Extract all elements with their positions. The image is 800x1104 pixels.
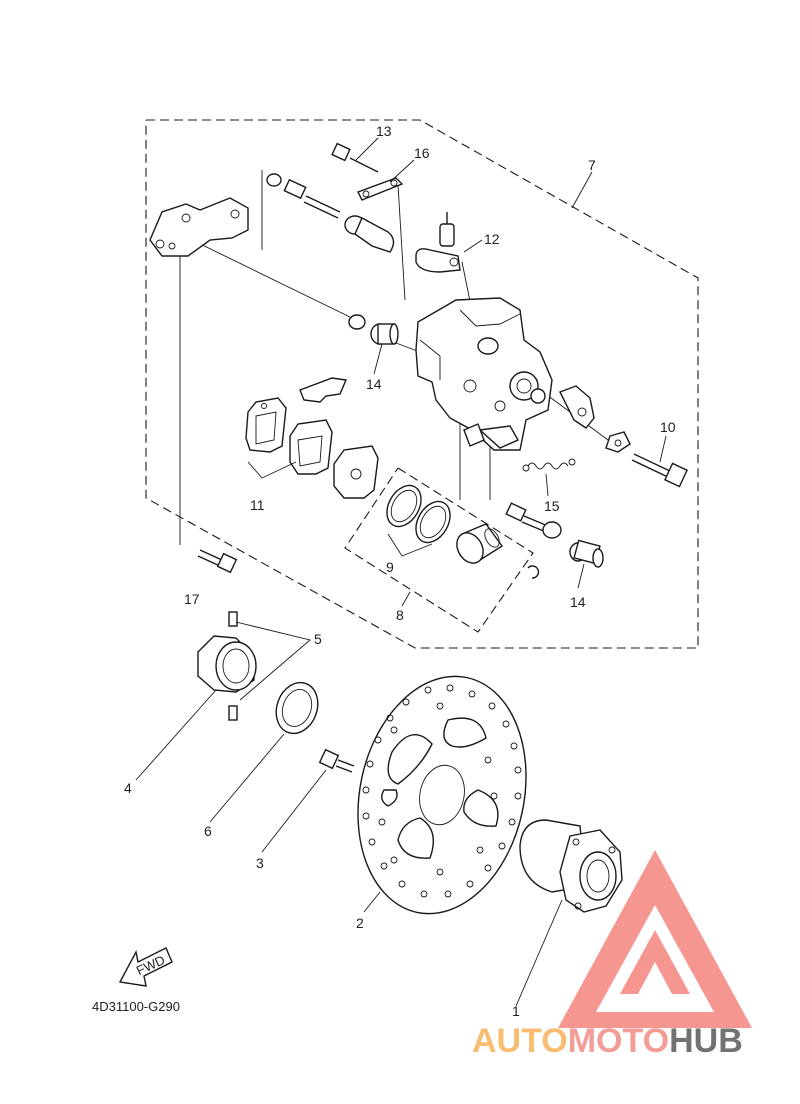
watermark-auto: AUTO: [472, 1022, 568, 1060]
bushing-14b: [569, 539, 604, 568]
callout-13: 13: [376, 123, 392, 139]
callout-2: 2: [356, 915, 364, 931]
set-screws-5: [228, 611, 311, 721]
circlip: [527, 565, 540, 579]
bolt-3: [318, 748, 355, 773]
pad-spring: [299, 377, 348, 403]
callout-9: 9: [386, 559, 394, 575]
slide-pin: [283, 178, 341, 219]
callout-14b: 14: [570, 594, 586, 610]
spring-15: [522, 458, 576, 472]
callout-1: 1: [512, 1003, 520, 1019]
oil-seal-6: [275, 681, 319, 735]
callout-11: 11: [250, 497, 265, 513]
callout-leaders: [135, 137, 667, 1007]
bolt-13: [331, 142, 379, 173]
callout-3: 3: [256, 855, 264, 871]
callout-12: 12: [484, 231, 500, 247]
callout-6: 6: [204, 823, 212, 839]
seals-9: [386, 484, 451, 557]
watermark-inner-mark: [620, 930, 690, 994]
watermark-moto: MOTO: [568, 1022, 669, 1060]
watermark-text: AUTOMOTOHUB: [472, 1022, 743, 1060]
callout-16: 16: [414, 145, 430, 161]
wheel-hub-1: [519, 819, 623, 913]
pad-shim: [333, 445, 379, 499]
callout-17: 17: [184, 591, 200, 607]
bushing-14a: [370, 323, 399, 345]
hub-nut-4: [197, 635, 257, 693]
callout-8: 8: [396, 607, 404, 623]
brake-disc-2: [357, 675, 527, 915]
callout-15: 15: [544, 498, 560, 514]
piston: [456, 523, 504, 564]
fwd-arrow-icon: FWD: [118, 947, 173, 987]
caliper-body: [415, 297, 553, 451]
fwd-label: FWD: [134, 952, 167, 978]
disc-holes: [362, 684, 522, 898]
callout-10: 10: [660, 419, 676, 435]
watermark-hub: HUB: [669, 1022, 743, 1060]
watermark-triangle-icon: [558, 850, 752, 1028]
boot-pin: [344, 215, 395, 253]
bolt-10: [559, 385, 688, 488]
callout-7: 7: [588, 157, 596, 173]
diagram-code: 4D31100-G290: [92, 999, 180, 1014]
watermark: AUTOMOTOHUB: [472, 850, 752, 1060]
callout-4: 4: [124, 780, 132, 796]
callout-labels: 1 2 3 4 5 6 7 8 9 10 11 12 13 14 14 15 1…: [124, 123, 676, 1019]
callout-14a: 14: [366, 376, 382, 392]
caliper-bracket: [149, 197, 249, 257]
callout-5: 5: [314, 631, 322, 647]
washer-top: [266, 173, 282, 187]
washer-mid: [348, 314, 366, 330]
clip-16: [357, 177, 404, 201]
pin-lower: [505, 502, 562, 539]
brake-pads-11: [245, 397, 333, 479]
caliper-assembly-outline: [145, 119, 699, 649]
bolt-17: [197, 549, 238, 574]
piston-group-outline: [344, 467, 534, 633]
bleeder-12: [415, 212, 461, 273]
